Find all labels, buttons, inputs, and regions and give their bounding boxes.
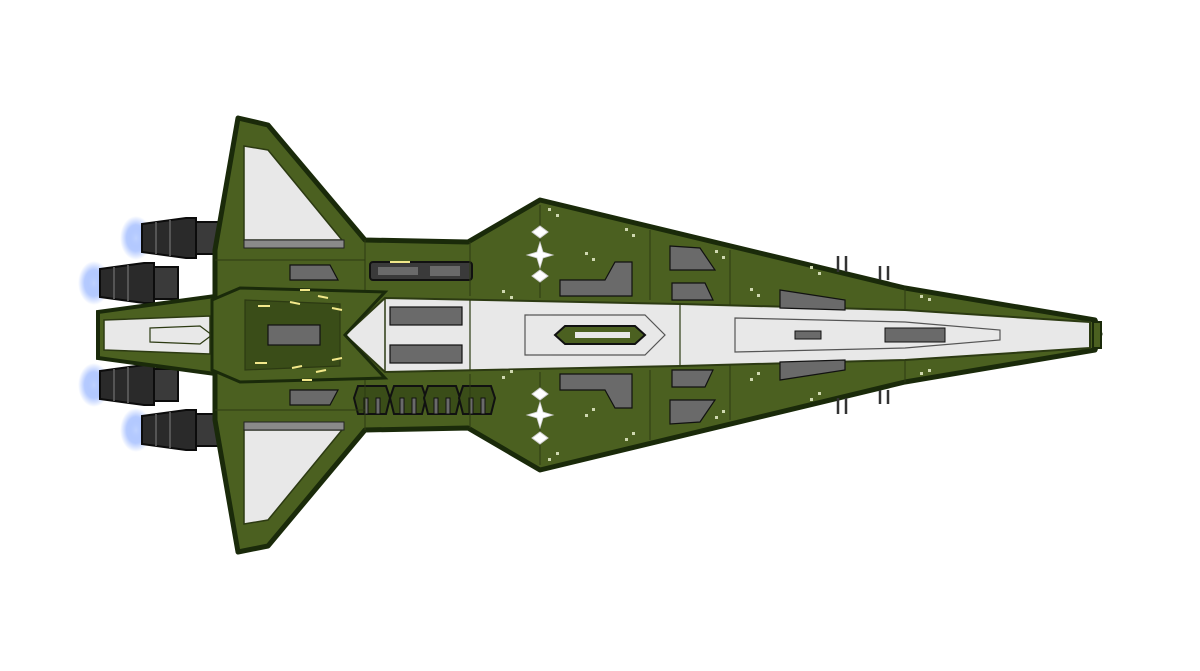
turret-icon (423, 385, 461, 415)
central-spine (343, 296, 1091, 374)
engine-nozzle-icon (77, 362, 179, 408)
turret-icon (458, 385, 496, 415)
cockpit-lights (255, 289, 343, 381)
window-dots (502, 208, 931, 461)
diamond-insignia (531, 225, 549, 239)
insignia-lower (526, 387, 554, 445)
rear-spine-plate (103, 315, 211, 355)
nose-tip (1092, 321, 1102, 349)
antenna-masts (836, 256, 890, 414)
insignia-upper (526, 225, 554, 283)
hull-plates (289, 245, 846, 425)
engine-nozzle-icon (119, 215, 221, 261)
engine-nozzle-icon (77, 260, 179, 306)
turret-icon (389, 385, 427, 415)
diamond-insignia (531, 387, 549, 401)
engine-nozzle-icon (119, 407, 221, 453)
